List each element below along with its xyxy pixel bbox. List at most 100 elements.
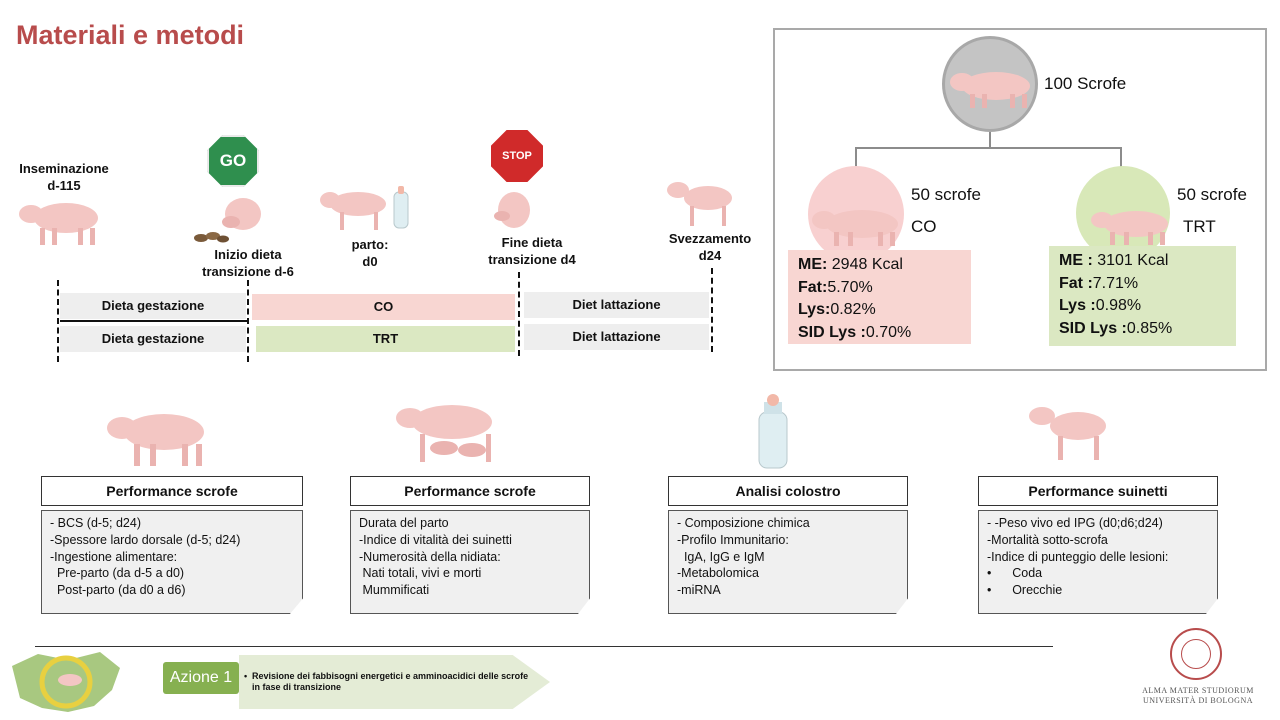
insemination-text: Inseminazione <box>19 161 109 176</box>
gestation-diet-bar: Dieta gestazione <box>60 326 246 352</box>
trt-sidlys-value: 0.85% <box>1126 319 1173 337</box>
trt-diet-box: ME : 3101 Kcal Fat :7.71% Lys :0.98% SID… <box>1049 246 1236 346</box>
sow-icon <box>107 414 204 466</box>
panel-line: IgA, IgG e IgM <box>677 549 765 564</box>
trt-lys-label: Lys : <box>1059 297 1096 314</box>
trt-fat-value: 7.71% <box>1092 274 1139 292</box>
panel-body: - -Peso vivo ed IPG (d0;d6;d24) -Mortali… <box>978 510 1218 614</box>
timeline-divider <box>60 320 247 322</box>
go-sign-icon: GO <box>207 135 259 187</box>
end-diet-label: Fine dieta transizione d4 <box>472 234 592 268</box>
birth-text: parto: <box>351 237 389 252</box>
region-map-icon <box>12 652 120 712</box>
panel-line: -miRNA <box>677 583 721 598</box>
timeline-marker <box>247 280 249 362</box>
trt-me-value: 3101 Kcal <box>1092 252 1169 269</box>
panel-line: -Spessore lardo dorsale (d-5; d24) <box>50 532 241 547</box>
panel-line: Nati totali, vivi e morti <box>359 566 482 581</box>
birth-label: parto: d0 <box>340 236 400 270</box>
trt-diet-bar: TRT <box>256 326 515 352</box>
pig-head-icon <box>494 192 530 228</box>
sow-icon <box>812 210 898 246</box>
panel-line: -Mortalità sotto-scrofa <box>987 532 1108 547</box>
start-diet-label: Inizio dieta transizione d-6 <box>192 246 304 280</box>
tree-connector <box>1120 147 1122 167</box>
milk-bottle-icon <box>758 394 788 469</box>
tree-connector <box>855 147 1121 149</box>
university-name-line1: ALMA MATER STUDIORUM <box>1142 686 1254 695</box>
lactation-diet-bar: Diet lattazione <box>524 292 709 318</box>
panel-line: - BCS (d-5; d24) <box>50 516 142 530</box>
co-me-label: ME: <box>798 256 828 273</box>
co-diet-box: ME: 2948 Kcal Fat:5.70% Lys:0.82% SID Ly… <box>788 250 971 344</box>
panel-body: - BCS (d-5; d24) -Spessore lardo dorsale… <box>41 510 303 614</box>
co-sidlys-label: SID Lys : <box>798 323 866 341</box>
sow-piglets-icon <box>396 405 492 462</box>
panel-header: Performance suinetti <box>978 476 1218 506</box>
panel-line: Durata del parto <box>359 516 449 530</box>
trt-name: TRT <box>1183 217 1216 236</box>
slide-title: Materiali e metodi <box>16 20 245 50</box>
tree-connector <box>855 147 857 167</box>
sow-piglets-icon <box>320 186 409 230</box>
piglet-icon <box>1029 407 1106 460</box>
azione-arrow <box>239 655 550 709</box>
sow-icon <box>19 203 98 245</box>
co-fat-value: 5.70% <box>827 278 873 296</box>
trt-count: 50 scrofe <box>1177 185 1247 204</box>
co-me-value: 2948 Kcal <box>827 256 903 273</box>
panel-line: - -Peso vivo ed IPG (d0;d6;d24) <box>987 516 1163 530</box>
trt-sidlys-label: SID Lys : <box>1059 319 1127 337</box>
azione-tag: Azione 1 <box>163 662 239 694</box>
panel-line: • Coda <box>987 566 1043 581</box>
co-sidlys-value: 0.70% <box>865 323 912 341</box>
panel-header: Performance scrofe <box>350 476 590 506</box>
weaning-day: d24 <box>698 248 722 263</box>
piglet-icon <box>667 182 732 226</box>
panel-line: -Indice di vitalità dei suinetti <box>359 532 512 547</box>
sow-icon <box>950 72 1030 108</box>
panel-line: -Ingestione alimentare: <box>50 549 178 564</box>
co-name: CO <box>911 217 937 236</box>
birth-day: d0 <box>362 254 378 269</box>
panel-line: • Orecchie <box>987 583 1063 598</box>
co-lys-label: Lys: <box>798 301 831 318</box>
co-lys-value: 0.82% <box>830 301 876 318</box>
gestation-diet-bar: Dieta gestazione <box>60 293 246 319</box>
start-diet-text: Inizio dieta <box>214 247 282 262</box>
panel-line: Mummificati <box>359 583 430 598</box>
lactation-diet-bar: Diet lattazione <box>524 324 709 350</box>
co-diet-bar: CO <box>252 294 515 320</box>
weaning-label: Svezzamento d24 <box>656 230 764 264</box>
panel-line: -Indice di punteggio delle lesioni: <box>987 549 1169 564</box>
panel-line: -Metabolomica <box>677 566 759 581</box>
azione-text: Revisione dei fabbisogni energetici e am… <box>252 671 529 692</box>
weaning-text: Svezzamento <box>668 231 752 246</box>
co-count: 50 scrofe <box>911 185 981 204</box>
insemination-label: Inseminazione d-115 <box>8 160 120 194</box>
panel-body: Durata del parto -Indice di vitalità dei… <box>350 510 590 614</box>
end-diet-day: transizione d4 <box>488 252 576 267</box>
university-name: ALMA MATER STUDIORUM UNIVERSITÀ DI BOLOG… <box>1128 686 1268 706</box>
university-seal-icon <box>1170 628 1222 680</box>
azione-bullet: • <box>244 671 248 681</box>
end-diet-text: Fine dieta <box>501 235 563 250</box>
university-name-line2: UNIVERSITÀ DI BOLOGNA <box>1142 696 1254 705</box>
panel-line: -Numerosità della nidiata: <box>359 549 501 564</box>
panel-line: Pre-parto (da d-5 a d0) <box>50 566 185 581</box>
panel-line: Post-parto (da d0 a d6) <box>50 583 186 598</box>
insemination-day: d-115 <box>47 178 81 193</box>
panel-line: -Profilo Immunitario: <box>677 532 789 547</box>
stop-sign-icon: STOP <box>491 130 543 182</box>
total-sows-label: 100 Scrofe <box>1044 74 1127 93</box>
sow-icon <box>1091 211 1168 245</box>
pig-feed-icon <box>194 198 261 243</box>
panel-header: Performance scrofe <box>41 476 303 506</box>
trt-fat-label: Fat : <box>1059 274 1093 292</box>
start-diet-day: transizione d-6 <box>202 264 294 279</box>
trt-lys-value: 0.98% <box>1095 297 1142 314</box>
co-fat-label: Fat: <box>798 278 828 296</box>
university-seal-inner <box>1181 639 1211 669</box>
panel-header: Analisi colostro <box>668 476 908 506</box>
panel-body: - Composizione chimica -Profilo Immunita… <box>668 510 908 614</box>
